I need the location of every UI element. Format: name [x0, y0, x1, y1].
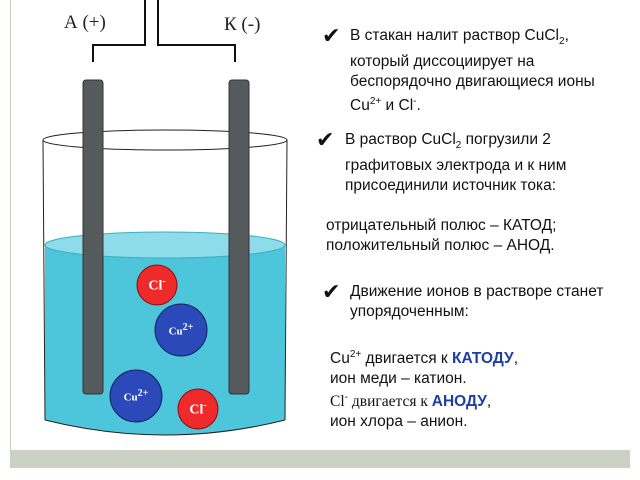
check-icon: ✔: [322, 280, 341, 305]
cathode-target: КАТОДУ: [451, 350, 514, 368]
cu-ion-mid-label: Cu2+: [168, 322, 194, 338]
anode-target: АНОДУ: [431, 393, 487, 411]
slide-footer-bar: [10, 450, 630, 468]
paragraph-cation: Cu2+ двигается к КАТОДУ, ион меди – кати…: [330, 349, 518, 388]
poles-anode-line: положительный полюс – АНОД.: [326, 237, 555, 254]
solution-surface: [44, 231, 286, 259]
glass-rim: [42, 129, 288, 151]
check-icon: ✔: [316, 128, 335, 153]
cu-ion-mid: [154, 303, 208, 357]
paragraph-anion: Cl- двигается к АНОДУ, ион хлора – анион…: [330, 392, 492, 431]
cl-ion-top-label: Cl-: [148, 276, 166, 294]
cathode-electrode: [228, 79, 250, 395]
glass-walls: [42, 139, 288, 436]
check-icon: ✔: [322, 24, 341, 49]
cu-ion-low: [109, 369, 163, 423]
paragraph-electrodes: В раствор CuCl2 погрузили 2 графитовых э…: [345, 131, 567, 195]
anode-label: А (+): [64, 12, 106, 33]
cu-ion-low-label: Cu2+: [123, 388, 149, 404]
cl-ion-low-label: Cl-: [189, 400, 207, 418]
paragraph-poles: отрицательный полюс – КАТОД; положительн…: [326, 216, 626, 256]
paragraph-ion-movement: Движение ионов в растворе станет упорядо…: [350, 283, 604, 320]
slide-frame-line: [10, 0, 11, 450]
anode-electrode: [82, 79, 104, 395]
paragraph-dissociation: В стакан налит раствор CuCl2, который ди…: [350, 27, 595, 115]
power-source-wires: [92, 0, 236, 62]
cl-ion-top: [136, 264, 178, 306]
cl-ion-low: [177, 388, 219, 430]
cathode-label: К (-): [224, 14, 261, 35]
poles-cathode-line: отрицательный полюс – КАТОД;: [326, 217, 557, 234]
